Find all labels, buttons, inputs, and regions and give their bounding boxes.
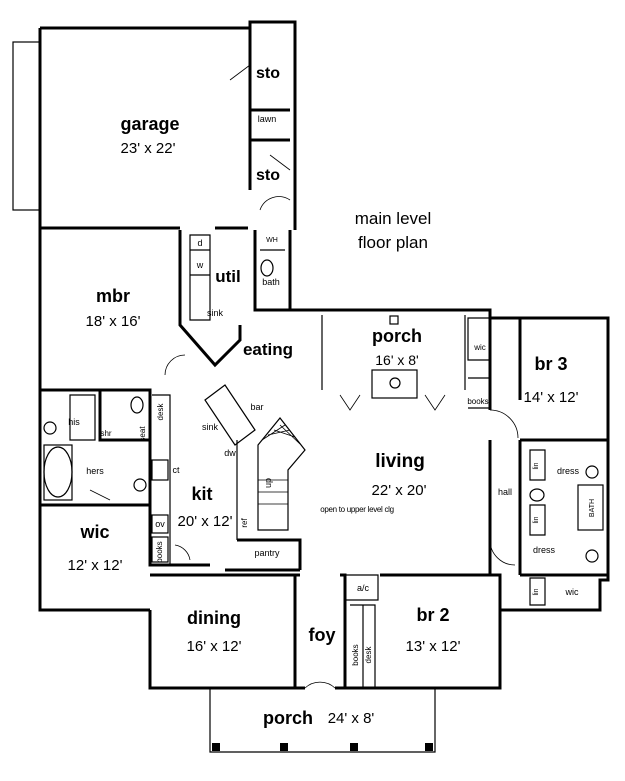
label-wic-br: wic [565, 587, 579, 597]
label-bath-small: bath [262, 277, 280, 287]
room-mbr-size: 18' x 16' [86, 313, 141, 330]
label-d: d [197, 238, 202, 248]
room-garage-size: 23' x 22' [121, 140, 176, 157]
label-pantry: pantry [254, 548, 280, 558]
label-eating: eating [243, 340, 293, 359]
label-sto-top: sto [256, 65, 280, 82]
room-br2-size: 13' x 12' [406, 638, 461, 655]
label-ac: a/c [357, 583, 370, 593]
room-kit-size: 20' x 12' [178, 513, 233, 530]
label-ov: ov [155, 519, 165, 529]
label-seat: seat [138, 426, 147, 442]
room-wic-master-size: 12' x 12' [68, 557, 123, 574]
label-desk-foyer: desk [364, 646, 373, 664]
label-w: w [196, 260, 204, 270]
label-open-clg: open to upper level clg [320, 505, 394, 514]
room-foy-name: foy [309, 625, 336, 645]
label-sink-util: sink [207, 308, 224, 318]
label-hall: hall [498, 487, 512, 497]
label-ref: ref [240, 518, 249, 528]
room-dining-size: 16' x 12' [187, 638, 242, 655]
label-sto-bottom: sto [256, 167, 280, 184]
label-books-kitchen: books [155, 541, 164, 562]
plan-title-line1: main level [355, 209, 432, 228]
label-books-foyer: books [351, 644, 360, 665]
room-mbr-name: mbr [96, 286, 130, 306]
exterior-walls [12, 20, 610, 690]
label-dress-1: dress [557, 466, 580, 476]
label-util: util [215, 267, 241, 286]
room-dining-name: dining [187, 608, 241, 628]
room-br2-name: br 2 [416, 605, 449, 625]
room-porch-rear-name: porch [372, 326, 422, 346]
interior-walls [40, 28, 608, 689]
room-kit-name: kit [191, 484, 212, 504]
front-porch [209, 688, 436, 753]
room-porch-rear-size: 16' x 8' [375, 352, 418, 368]
label-wh: WH [266, 237, 278, 244]
room-living-name: living [375, 451, 425, 472]
label-sink-kitchen: sink [202, 422, 219, 432]
label-lawn: lawn [258, 114, 277, 124]
room-living-size: 22' x 20' [372, 482, 427, 499]
label-hers: hers [86, 466, 104, 476]
label-desk-kitchen: desk [156, 403, 165, 421]
label-dress-2: dress [533, 545, 556, 555]
room-porch-front-size: 24' x 8' [328, 710, 375, 727]
label-wic-porch: wic [473, 343, 486, 352]
room-porch-front-name: porch [263, 708, 313, 728]
label-dw: dw [224, 448, 236, 458]
room-wic-master-name: wic [79, 522, 109, 542]
label-bar: bar [250, 402, 263, 412]
label-his: his [68, 417, 80, 427]
label-bath-br: BATH [589, 499, 596, 517]
label-up: up [263, 478, 273, 488]
room-garage-name: garage [120, 114, 179, 134]
plan-title-line2: floor plan [358, 233, 428, 252]
label-ct: ct [172, 465, 180, 475]
label-lin-2: lin [533, 516, 540, 523]
label-shr: shr [100, 429, 111, 438]
label-books-porch: books [467, 397, 488, 406]
label-lin-3: lin [533, 588, 540, 595]
room-br3-size: 14' x 12' [524, 389, 579, 406]
room-br3-name: br 3 [534, 354, 567, 374]
label-lin-1: lin [533, 462, 540, 469]
garage-door [12, 41, 41, 211]
